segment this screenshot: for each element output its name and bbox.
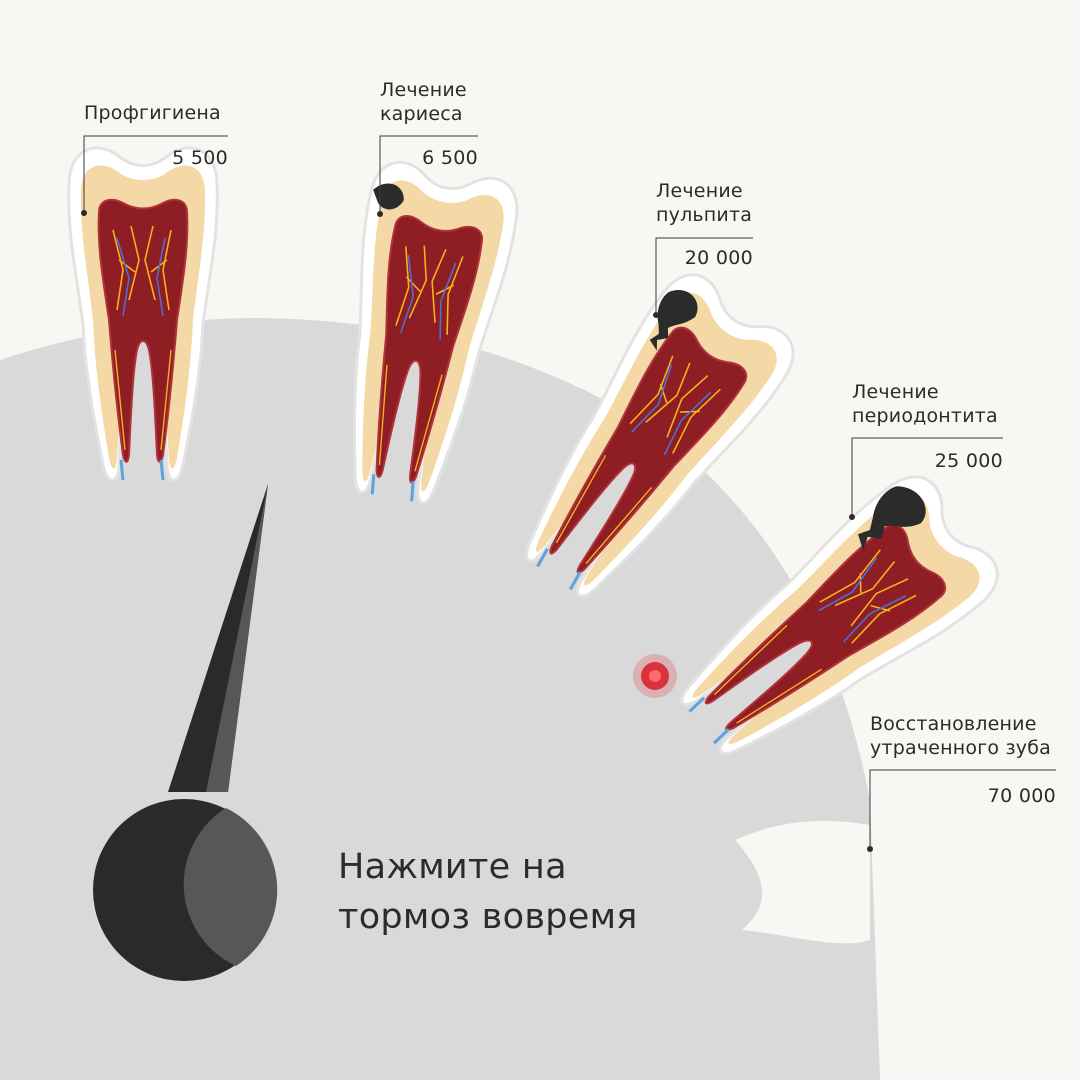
callout-dots: [81, 210, 873, 852]
dial-drip: [735, 820, 870, 944]
stage-price-pulpitis: 20 000: [684, 247, 753, 269]
stage-label-pulpitis: Лечение пульпита: [656, 180, 753, 226]
stage-price-caries: 6 500: [422, 147, 478, 169]
stage-label-caries: Лечение кариеса: [380, 79, 467, 125]
stage-price-periodontitis: 25 000: [934, 450, 1003, 472]
stage-label-restoration: Восстановление утраченного зуба: [870, 713, 1051, 759]
stage-label-periodontitis: Лечение периодонтита: [852, 381, 998, 427]
headline: Нажмите на тормоз вовремя: [338, 847, 638, 937]
tooth-periodontitis-icon: [654, 462, 1011, 788]
stage-price-restoration: 70 000: [987, 785, 1056, 807]
infection-spot-icon: [633, 654, 677, 698]
callout-leaders: [83, 135, 1056, 848]
speedometer-needle: [93, 484, 278, 981]
tooth-caries-icon: [317, 156, 525, 513]
stage-price-prophylaxis: 5 500: [172, 147, 228, 169]
tooth-pulpitis-icon: [491, 261, 807, 622]
stage-label-prophylaxis: Профгигиена: [84, 102, 221, 124]
